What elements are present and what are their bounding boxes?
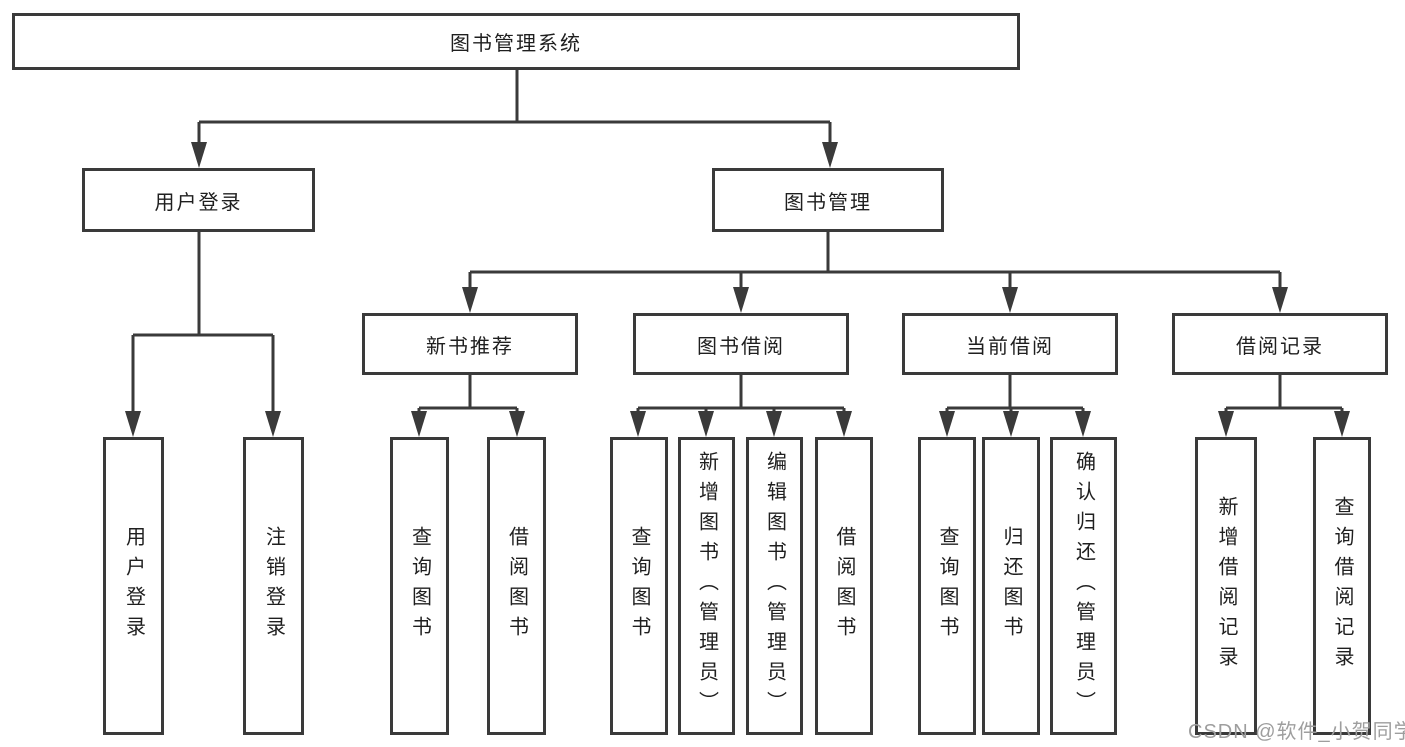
node-book-borrowing: 图书借阅	[633, 313, 849, 375]
leaf-label: 确认归还（管理员）	[1072, 451, 1095, 721]
leaf-confirm-return-admin: 确认归还（管理员）	[1050, 437, 1117, 735]
leaf-label: 借阅图书	[505, 526, 528, 646]
node-current-borrowing: 当前借阅	[902, 313, 1118, 375]
leaf-add-books-admin: 新增图书（管理员）	[678, 437, 735, 735]
leaf-label: 查询图书	[628, 526, 650, 646]
leaf-edit-books-admin: 编辑图书（管理员）	[746, 437, 803, 735]
leaf-label: 查询借阅记录	[1331, 496, 1353, 676]
leaf-label: 新增图书（管理员）	[695, 451, 718, 721]
leaf-label: 新增借阅记录	[1215, 496, 1237, 676]
leaf-label: 查询图书	[936, 526, 958, 646]
leaf-query-books-recommend: 查询图书	[390, 437, 449, 735]
leaf-query-books-borrowing: 查询图书	[610, 437, 668, 735]
leaf-label: 用户登录	[122, 526, 145, 646]
watermark: CSDN @软件_小贺同学	[1188, 721, 1405, 743]
leaf-borrow-books-recommend: 借阅图书	[487, 437, 546, 735]
node-library-system: 图书管理系统	[12, 13, 1020, 70]
leaf-query-borrow-record: 查询借阅记录	[1313, 437, 1371, 735]
leaf-query-books-current: 查询图书	[918, 437, 976, 735]
node-borrowing-records: 借阅记录	[1172, 313, 1388, 375]
node-new-book-recommendation: 新书推荐	[362, 313, 578, 375]
leaf-label: 归还图书	[1000, 526, 1022, 646]
node-user-login: 用户登录	[82, 168, 315, 232]
leaf-label: 借阅图书	[833, 526, 855, 646]
leaf-label: 注销登录	[262, 526, 285, 646]
leaf-user-login: 用户登录	[103, 437, 164, 735]
arrowhead-icons	[125, 142, 1350, 437]
leaf-label: 编辑图书（管理员）	[763, 451, 786, 721]
leaf-add-borrow-record: 新增借阅记录	[1195, 437, 1257, 735]
leaf-label: 查询图书	[408, 526, 431, 646]
leaf-borrow-books-borrowing: 借阅图书	[815, 437, 873, 735]
node-book-management: 图书管理	[712, 168, 944, 232]
leaf-return-books: 归还图书	[982, 437, 1040, 735]
leaf-logout-login: 注销登录	[243, 437, 304, 735]
